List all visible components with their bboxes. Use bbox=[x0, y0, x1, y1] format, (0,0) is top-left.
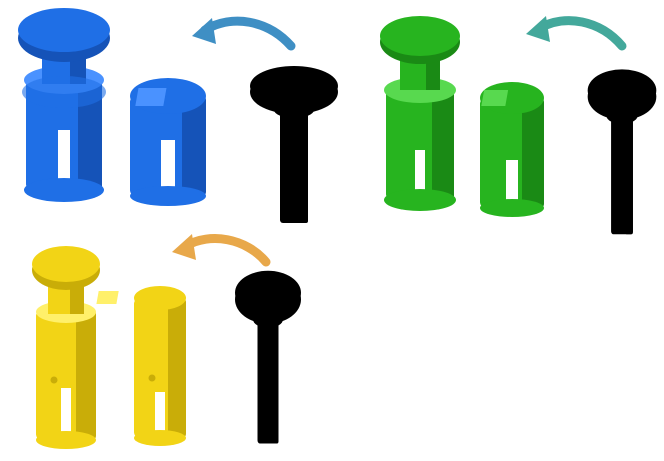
plunger bbox=[588, 69, 657, 234]
assembled-pin bbox=[32, 246, 100, 449]
assembled-pin bbox=[18, 8, 110, 202]
plunger bbox=[235, 271, 301, 444]
green-pin-set bbox=[380, 16, 656, 234]
assembled-pin bbox=[380, 16, 460, 211]
sleeve bbox=[130, 78, 206, 206]
blue-pin-set bbox=[18, 8, 338, 223]
curved-arrow-left-icon bbox=[205, 21, 291, 46]
sleeve bbox=[480, 82, 544, 217]
curved-arrow-left-icon bbox=[172, 234, 196, 260]
curved-arrow-left-icon bbox=[526, 16, 550, 42]
curved-arrow-left-icon bbox=[192, 18, 216, 44]
curved-arrow-left-icon bbox=[540, 21, 622, 46]
yellow-pin-set bbox=[32, 234, 301, 449]
sleeve bbox=[96, 286, 186, 446]
curved-arrow-left-icon bbox=[186, 239, 266, 262]
plunger bbox=[250, 66, 338, 223]
